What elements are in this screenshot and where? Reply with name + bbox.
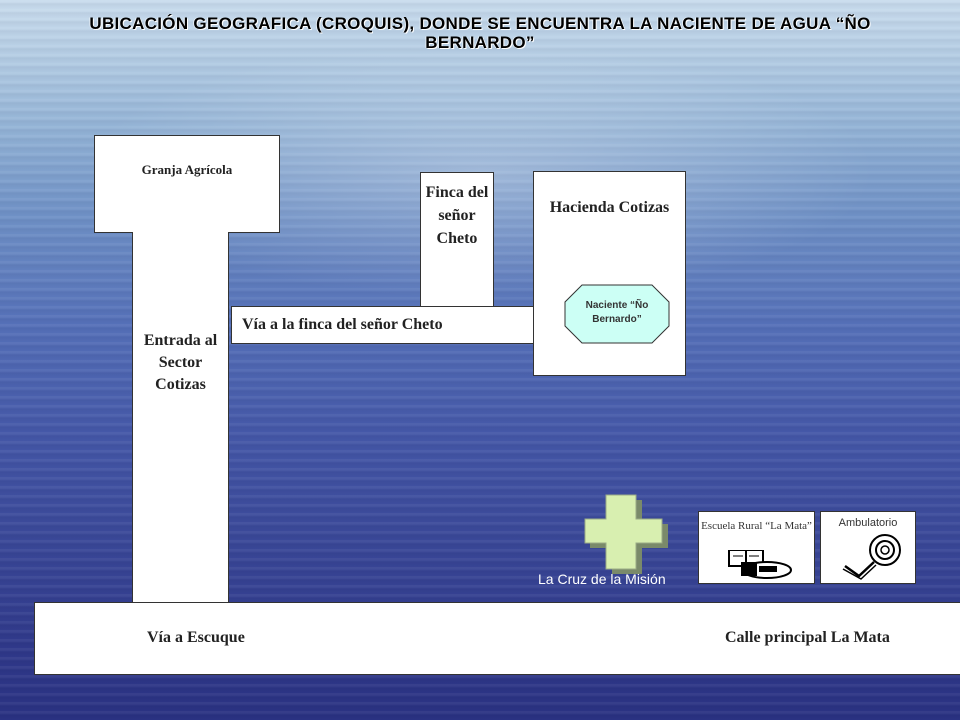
stethoscope-icon <box>842 534 901 580</box>
book-icon <box>728 550 792 579</box>
via-finca-cheto-road: Vía a la finca del señor Cheto <box>231 306 537 344</box>
finca-label: Finca del señor Cheto <box>425 184 489 247</box>
naciente-octagon <box>564 284 670 344</box>
entrada-road: Entrada al Sector Cotizas <box>132 232 229 604</box>
finca-cheto-box: Finca del señor Cheto <box>420 172 494 308</box>
page-title: UBICACIÓN GEOGRAFICA (CROQUIS), DONDE SE… <box>89 14 871 52</box>
cruz-mision-label: La Cruz de la Misión <box>538 571 666 587</box>
escuela-rural-box: Escuela Rural “La Mata” <box>698 511 815 584</box>
ambulatorio-box: Ambulatorio <box>820 511 916 584</box>
hacienda-cotizas-box: Hacienda Cotizas <box>533 171 686 376</box>
calle-principal-road: Vía a Escuque Calle principal La Mata <box>34 602 960 675</box>
cross-icon <box>584 494 668 574</box>
via-escuque-label: Vía a Escuque <box>147 629 245 646</box>
ambulatorio-label: Ambulatorio <box>838 517 898 529</box>
hacienda-label: Hacienda Cotizas <box>549 199 670 216</box>
granja-agricola-box: Granja Agrícola <box>94 135 280 233</box>
escuela-label: Escuela Rural “La Mata” <box>701 520 812 532</box>
granja-label: Granja Agrícola <box>141 162 233 177</box>
calle-mata-label: Calle principal La Mata <box>725 629 890 646</box>
entrada-label: Entrada al Sector Cotizas <box>143 332 218 393</box>
via-cheto-label: Vía a la finca del señor Cheto <box>242 316 443 333</box>
naciente-label: Naciente “Ño Bernardo” <box>585 300 649 325</box>
